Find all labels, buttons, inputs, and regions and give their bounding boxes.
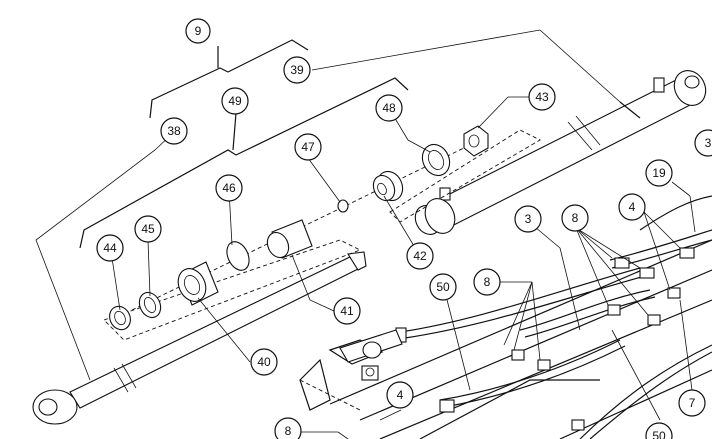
svg-text:48: 48 <box>382 101 396 115</box>
callout-3-top: 3 <box>694 129 712 157</box>
piston-42 <box>372 170 404 202</box>
callout-50-a: 50 <box>429 273 457 301</box>
gland-40 <box>177 261 219 306</box>
nut-43 <box>463 125 489 157</box>
wiper-ring-45 <box>138 291 162 319</box>
callout-50-b: 50 <box>645 422 673 439</box>
svg-text:45: 45 <box>141 222 155 236</box>
callout-39: 39 <box>283 56 311 84</box>
svg-text:47: 47 <box>301 140 315 154</box>
hose-fittings <box>395 247 695 431</box>
svg-text:4: 4 <box>397 388 404 402</box>
hydraulic-hoses <box>399 195 712 439</box>
piston-rod-38 <box>32 251 367 425</box>
o-ring-46 <box>226 241 250 271</box>
callout-4-a: 4 <box>618 193 646 221</box>
callout-49: 49 <box>221 87 249 115</box>
svg-text:41: 41 <box>340 304 354 318</box>
callout-3-mid: 3 <box>514 205 542 233</box>
callout-40: 40 <box>250 348 278 376</box>
gland-envelope <box>389 129 541 223</box>
bushing-41 <box>266 219 313 259</box>
callout-8-a: 8 <box>561 204 589 232</box>
snap-ring-47 <box>337 199 349 213</box>
center-axis <box>131 145 469 311</box>
lift-cylinder-assembly <box>339 329 403 381</box>
callout-8-c: 8 <box>274 417 302 439</box>
svg-text:49: 49 <box>228 94 242 108</box>
svg-text:19: 19 <box>652 166 666 180</box>
callout-19: 19 <box>645 159 673 187</box>
callout-9: 9 <box>185 18 211 44</box>
callout-8-b: 8 <box>473 268 501 296</box>
callout-48: 48 <box>375 94 403 122</box>
callout-43: 43 <box>528 83 556 111</box>
svg-text:50: 50 <box>436 280 450 294</box>
svg-text:43: 43 <box>535 90 549 104</box>
svg-text:8: 8 <box>572 211 579 225</box>
callout-42: 42 <box>406 242 434 270</box>
svg-text:7: 7 <box>689 396 696 410</box>
callout-4-b: 4 <box>386 381 414 409</box>
seal-ring-44 <box>109 305 131 331</box>
svg-text:4: 4 <box>629 200 636 214</box>
callout-46: 46 <box>215 174 243 202</box>
cylinder-tube-39 <box>414 70 707 235</box>
svg-text:38: 38 <box>167 124 181 138</box>
svg-text:3: 3 <box>705 136 712 150</box>
svg-text:39: 39 <box>290 63 304 77</box>
callout-38: 38 <box>160 117 188 145</box>
callout-47: 47 <box>294 133 322 161</box>
assembly-bracket-9 <box>149 39 309 119</box>
callout-41: 41 <box>333 297 361 325</box>
piston-seal-48 <box>421 143 451 177</box>
svg-text:44: 44 <box>103 241 117 255</box>
svg-text:40: 40 <box>257 355 271 369</box>
callout-45: 45 <box>134 215 162 243</box>
callout-7: 7 <box>678 389 706 417</box>
assembly-bracket-49 <box>79 77 409 249</box>
seal-kit-envelope <box>103 239 362 341</box>
tube-end-39 <box>424 198 456 234</box>
callout-44: 44 <box>96 234 124 262</box>
svg-text:50: 50 <box>652 429 666 439</box>
svg-text:3: 3 <box>525 212 532 226</box>
svg-text:8: 8 <box>484 275 491 289</box>
svg-text:46: 46 <box>222 181 236 195</box>
svg-text:42: 42 <box>413 249 427 263</box>
svg-text:9: 9 <box>195 24 202 38</box>
svg-text:8: 8 <box>285 424 292 438</box>
